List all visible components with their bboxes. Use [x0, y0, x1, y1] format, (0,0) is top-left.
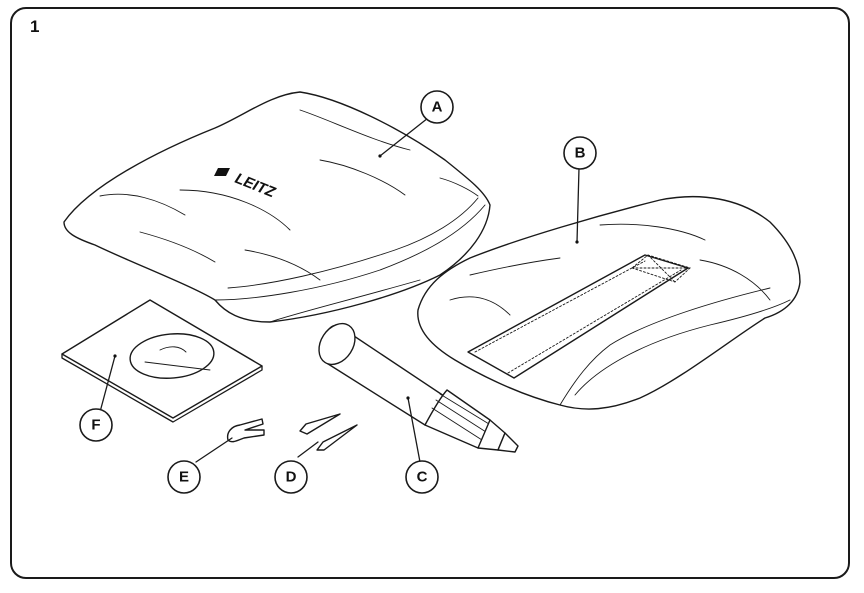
callout-e: E — [167, 460, 201, 494]
figure-frame — [10, 7, 850, 579]
callout-a: A — [420, 90, 454, 124]
callout-b: B — [563, 136, 597, 170]
item-b-rolled-cover — [417, 167, 801, 410]
item-a-folded-cover: LEITZ — [63, 91, 491, 323]
callout-d: D — [274, 460, 308, 494]
callout-f: F — [79, 408, 113, 442]
callout-f-label: F — [91, 417, 100, 434]
callout-d-label: D — [286, 469, 297, 486]
callout-e-label: E — [179, 469, 189, 486]
item-f-booklet — [61, 299, 263, 423]
callout-b-label: B — [575, 145, 586, 162]
item-d-needles — [297, 413, 358, 458]
callout-a-label: A — [432, 99, 443, 116]
item-e-fork-tool — [195, 418, 265, 463]
figure-number: 1 — [30, 17, 40, 36]
callout-c: C — [405, 460, 439, 494]
callout-c-label: C — [417, 469, 428, 486]
item-c-pump — [318, 322, 519, 463]
